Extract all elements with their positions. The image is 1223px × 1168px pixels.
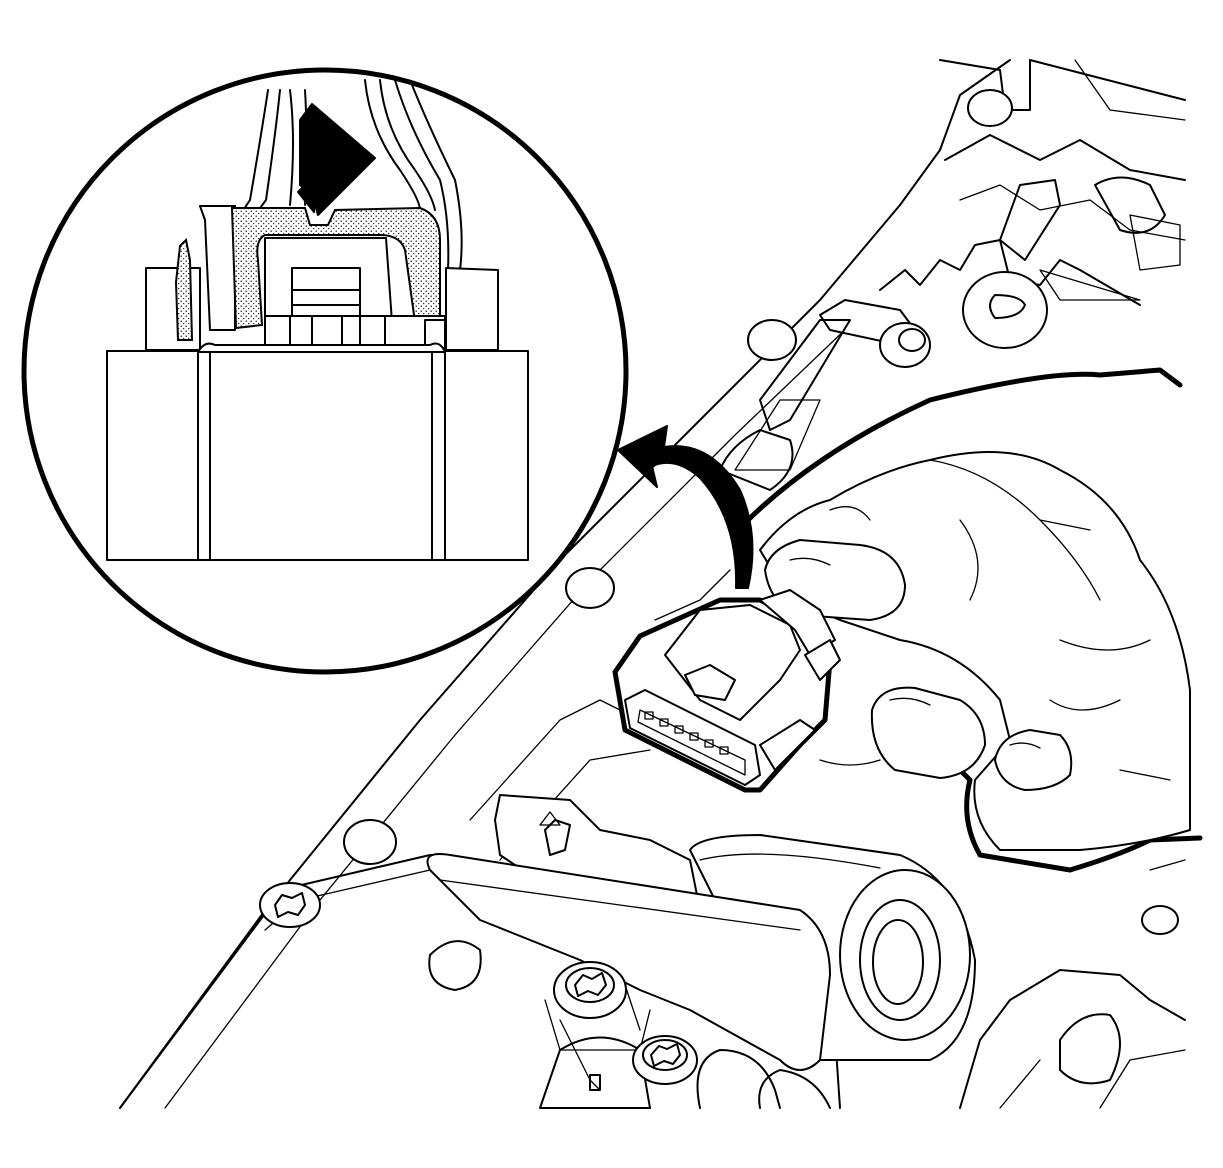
torx-bolt (553, 961, 627, 1019)
torx-bolt-group (259, 882, 698, 1091)
pull-up-arrow (297, 103, 376, 216)
torx-bolt (632, 1035, 698, 1085)
torx-bolt (259, 882, 321, 928)
electrical-connector (612, 589, 841, 793)
terminal-cavities (644, 711, 729, 755)
solenoid-valve (426, 794, 976, 1071)
detail-magnifier (21, 67, 629, 675)
